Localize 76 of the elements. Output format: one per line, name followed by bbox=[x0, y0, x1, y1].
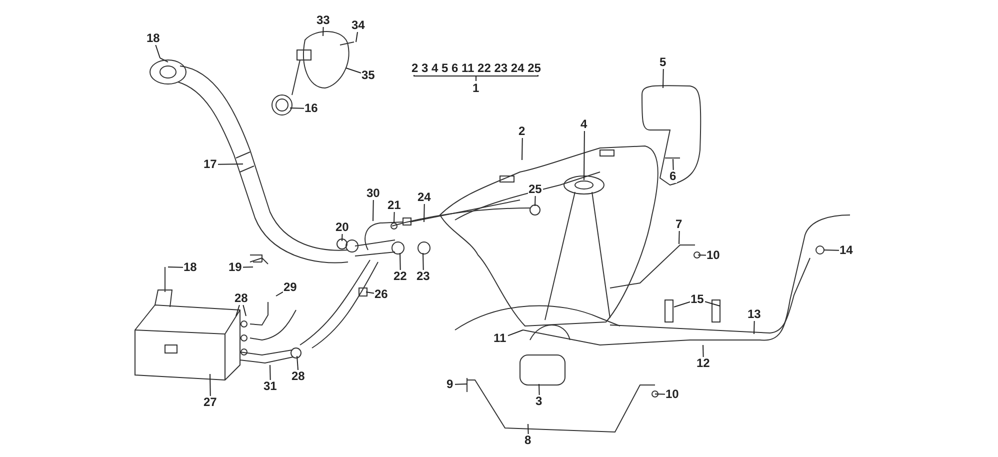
callout-number: 1 bbox=[472, 82, 480, 94]
callout-number: 16 bbox=[304, 102, 319, 114]
leader-line bbox=[678, 230, 680, 244]
leader-line bbox=[698, 254, 706, 256]
callout-number: 2 bbox=[518, 124, 526, 138]
leader-line bbox=[538, 384, 540, 396]
callout-number: 3 bbox=[534, 394, 544, 408]
leader-line bbox=[242, 304, 246, 316]
leader-line bbox=[824, 250, 840, 251]
callout-list: 2 3 4 5 6 11 22 23 24 25 bbox=[410, 62, 542, 74]
leader-line bbox=[654, 394, 666, 395]
leader-line bbox=[394, 212, 395, 224]
callout-number: 18 bbox=[146, 32, 161, 44]
callout-number: 20 bbox=[334, 220, 350, 234]
callout-number: 18 bbox=[182, 260, 198, 274]
leader-line bbox=[508, 330, 524, 336]
callout-number: 28 bbox=[290, 370, 306, 382]
callout-number: 27 bbox=[202, 396, 218, 408]
callout-number: 17 bbox=[202, 158, 218, 170]
leader-line bbox=[236, 304, 240, 316]
callout-number: 6 bbox=[668, 170, 678, 182]
leader-line bbox=[372, 200, 374, 222]
leader-line bbox=[210, 374, 211, 396]
leader-line bbox=[342, 234, 343, 242]
leader-line bbox=[522, 138, 523, 160]
callout-number: 24 bbox=[416, 190, 432, 204]
leader-line bbox=[528, 424, 529, 434]
callout-number: 28 bbox=[234, 292, 249, 304]
leader-line bbox=[242, 266, 254, 268]
callout-number: 34 bbox=[350, 18, 366, 32]
leader-line bbox=[704, 301, 720, 306]
leader-line bbox=[218, 164, 244, 165]
callout-number: 25 bbox=[528, 182, 543, 196]
callout-number: 21 bbox=[386, 198, 402, 212]
leader-line bbox=[400, 252, 401, 270]
leader-line bbox=[454, 384, 468, 385]
leader-line bbox=[366, 292, 374, 294]
leader-line bbox=[270, 364, 271, 380]
callout-number: 12 bbox=[696, 356, 711, 370]
leader-line bbox=[672, 158, 674, 170]
leader-line bbox=[702, 344, 704, 358]
leader-line bbox=[674, 301, 690, 308]
leader-line bbox=[424, 204, 425, 222]
callout-number: 29 bbox=[282, 280, 298, 294]
callout-number: 31 bbox=[262, 380, 278, 392]
callout-number: 4 bbox=[580, 118, 588, 130]
leader-line bbox=[155, 44, 160, 58]
leader-line bbox=[322, 26, 324, 36]
callout-number: 30 bbox=[366, 186, 381, 200]
callout-number: 10 bbox=[706, 248, 721, 262]
callout-number: 7 bbox=[674, 218, 684, 230]
leader-line bbox=[584, 130, 585, 180]
callout-number: 19 bbox=[228, 260, 243, 274]
callout-number: 26 bbox=[374, 288, 389, 300]
callout-number: 8 bbox=[524, 434, 532, 446]
leader-line bbox=[290, 108, 304, 109]
callout-number: 9 bbox=[446, 378, 454, 390]
callout-number: 5 bbox=[658, 56, 668, 68]
callout-number: 11 bbox=[492, 332, 508, 344]
callout-number: 33 bbox=[316, 14, 331, 26]
leader-line bbox=[422, 252, 424, 270]
callout-number: 23 bbox=[416, 270, 431, 282]
callout-number: 10 bbox=[664, 388, 680, 400]
leader-line bbox=[662, 68, 664, 88]
leader-line bbox=[356, 32, 358, 42]
leader-line bbox=[276, 291, 284, 296]
leader-line bbox=[346, 68, 362, 74]
leader-line bbox=[168, 266, 184, 268]
leader-line bbox=[296, 356, 299, 370]
callout-number: 15 bbox=[690, 292, 705, 306]
leader-line bbox=[534, 196, 536, 206]
leader-line bbox=[754, 320, 755, 334]
callout-number: 35 bbox=[360, 68, 376, 82]
callout-number: 14 bbox=[838, 244, 854, 256]
callout-number: 13 bbox=[746, 308, 762, 320]
callout-number: 22 bbox=[392, 270, 408, 282]
